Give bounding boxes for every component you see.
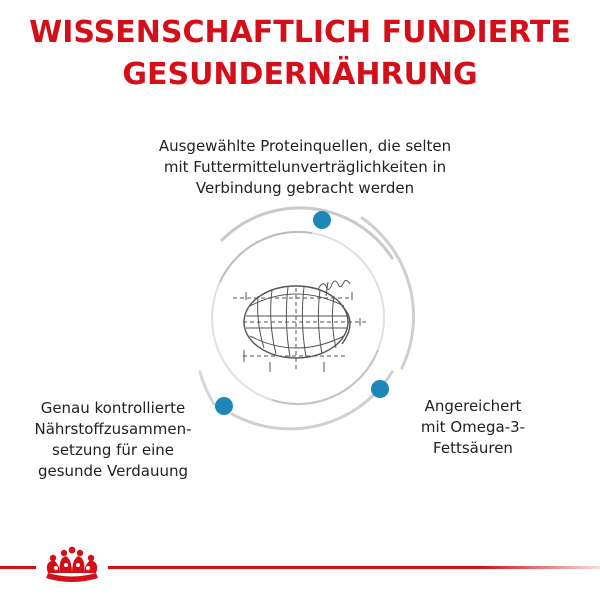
outer-ring-arc-left <box>198 370 216 406</box>
benefit-text-line: Genau kontrollierte <box>40 399 186 417</box>
benefit-text-line: mit Omega-3- <box>420 418 526 436</box>
headline-line-1: WISSENSCHAFTLICH FUNDIERTE <box>29 15 571 50</box>
benefit-text-line: gesunde Verdauung <box>37 462 189 480</box>
benefit-dot-left <box>215 397 233 415</box>
benefit-dot-top <box>313 211 331 229</box>
headline-line-2: GESUNDERNÄHRUNG <box>122 57 478 92</box>
benefit-text-line: Angereichert <box>424 397 522 415</box>
benefit-dot-right <box>371 380 389 398</box>
benefit-text-digestion: Genau kontrollierte Nährstoffzusammen- s… <box>18 398 208 482</box>
benefit-text-line: Ausgewählte Proteinquellen, die selten <box>158 137 452 155</box>
benefit-text-line: Fettsäuren <box>433 439 513 457</box>
benefit-text-line: mit Futtermittelunverträglichkeiten in <box>163 158 447 176</box>
benefit-text-line: Nährstoffzusammen- <box>34 420 192 438</box>
royal-canin-crown-icon <box>36 546 108 586</box>
inner-ring-highlight-2 <box>271 349 379 405</box>
outer-ring-arc-right <box>360 216 416 370</box>
benefit-text-protein: Ausgewählte Proteinquellen, die selten m… <box>155 136 455 199</box>
outer-ring-arc-top <box>220 206 394 260</box>
benefit-text-omega: Angereichert mit Omega-3- Fettsäuren <box>393 396 553 459</box>
inner-ring-highlight <box>219 230 313 283</box>
benefit-text-line: Verbindung gebracht werden <box>195 179 415 197</box>
outer-ring-arc-bottom <box>230 370 394 431</box>
kibble-sketch-icon <box>233 279 368 372</box>
benefit-text-line: setzung für eine <box>52 441 174 459</box>
footer-divider <box>0 566 600 569</box>
